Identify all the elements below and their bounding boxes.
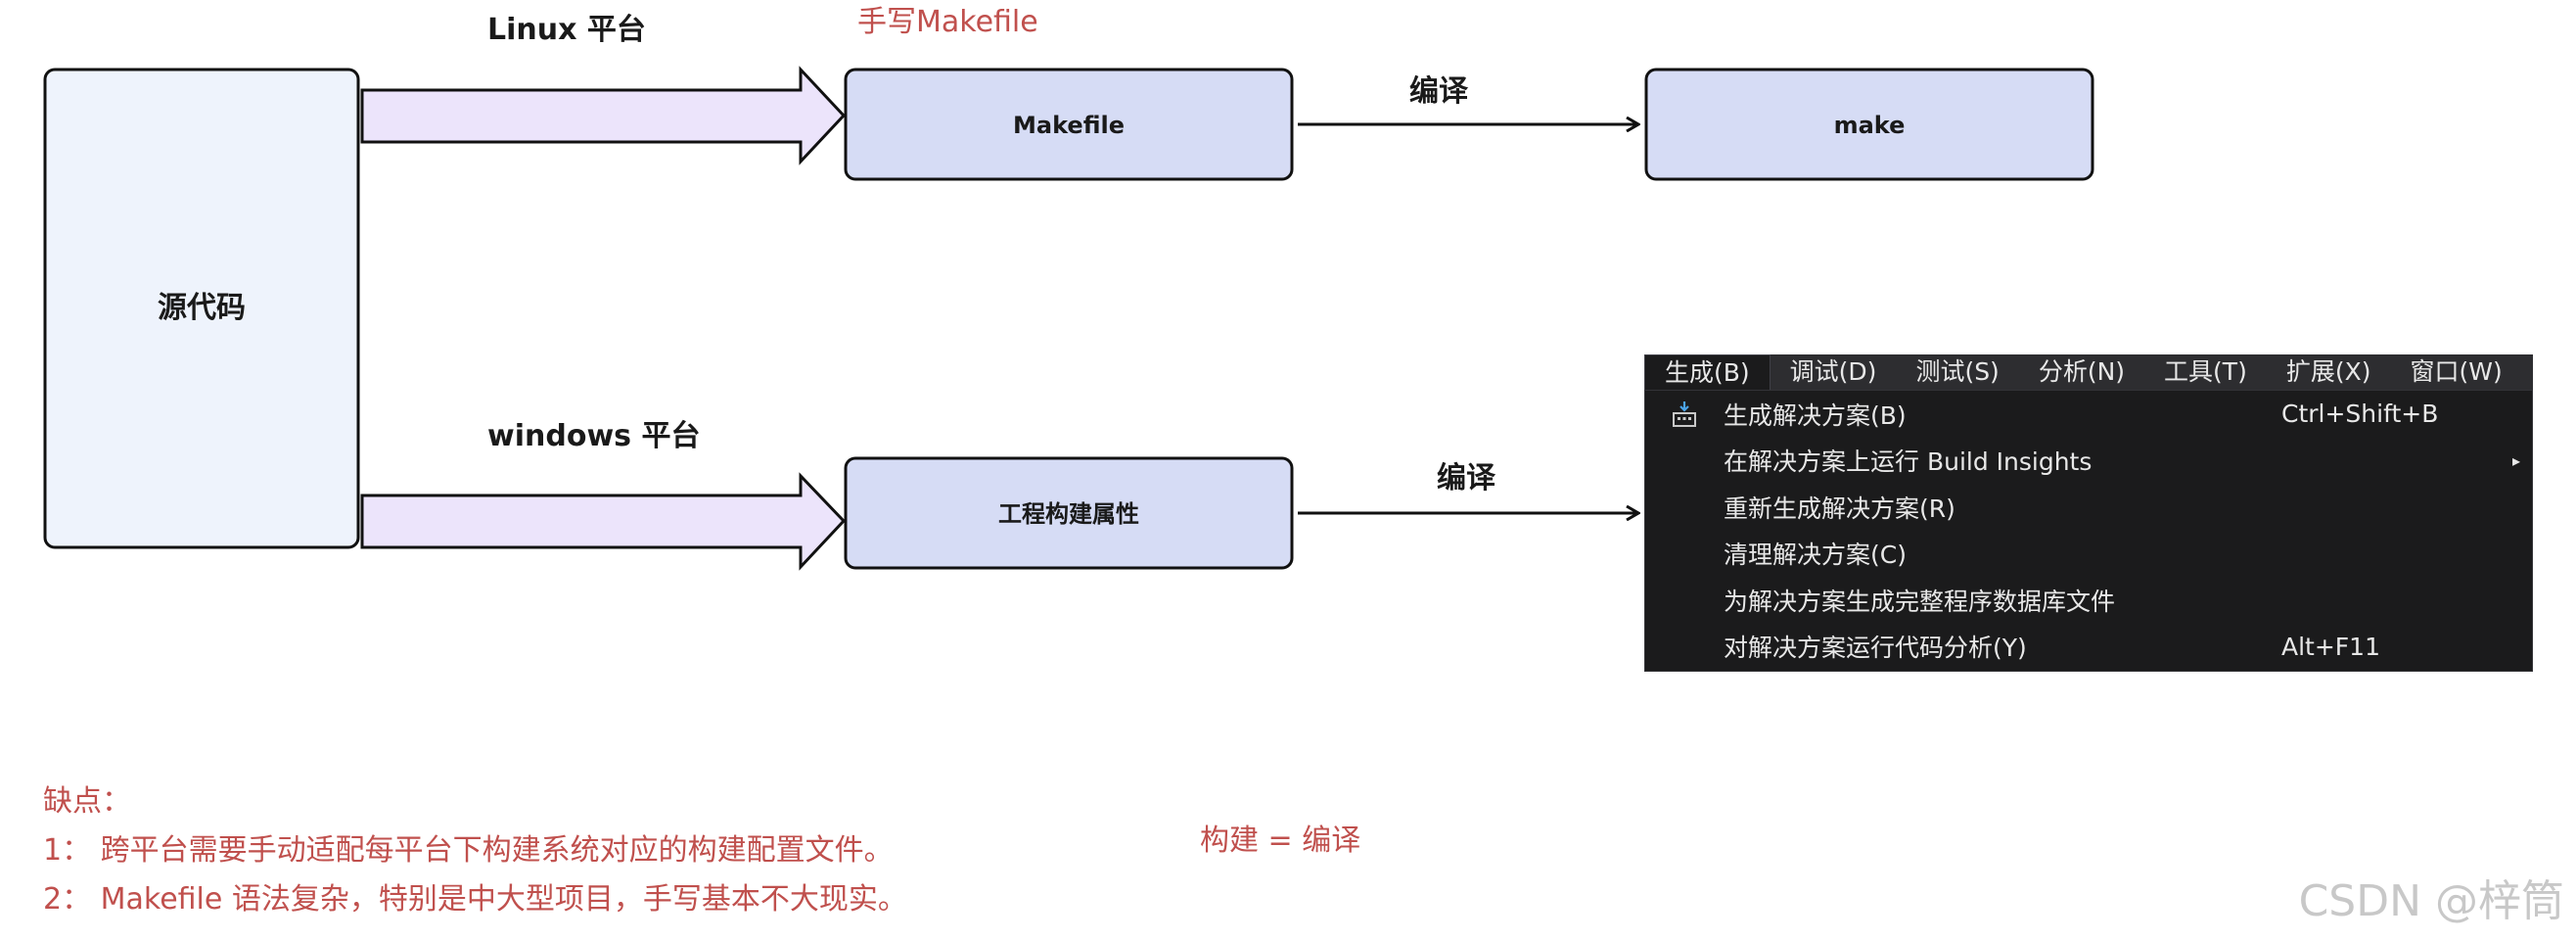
- drawback-2: 2： Makefile 语法复杂，特别是中大型项目，手写基本不大现实。: [43, 882, 907, 917]
- menu-item-clean-solution[interactable]: 清理解决方案(C): [1645, 531, 2532, 578]
- menu-item-rebuild-solution[interactable]: 重新生成解决方案(R): [1645, 484, 2532, 531]
- source-code-label: 源代码: [158, 291, 246, 325]
- make-node: [1644, 68, 2094, 181]
- drawbacks-title: 缺点：: [43, 784, 131, 819]
- menubar-debug[interactable]: 调试(D): [1789, 357, 1877, 386]
- menu-item-build-solution[interactable]: 生成解决方案(B) Ctrl+Shift+B: [1645, 391, 2532, 438]
- menu-item-label: 在解决方案上运行 Build Insights: [1724, 447, 2093, 477]
- build-equals-compile-note: 构建 = 编译: [1200, 823, 1360, 858]
- menu-item-generate-pdb[interactable]: 为解决方案生成完整程序数据库文件: [1645, 577, 2532, 624]
- menubar-analyze[interactable]: 分析(N): [2038, 357, 2126, 386]
- linux-fat-arrow: [360, 66, 847, 165]
- menu-item-run-code-analysis[interactable]: 对解决方案运行代码分析(Y) Alt+F11: [1645, 624, 2532, 671]
- windows-fat-arrow: [360, 472, 847, 571]
- menubar-tools[interactable]: 工具(T): [2164, 357, 2247, 386]
- drawback-1: 1： 跨平台需要手动适配每平台下构建系统对应的构建配置文件。: [43, 833, 894, 868]
- makefile-node: [844, 68, 1294, 181]
- menu-item-label: 清理解决方案(C): [1724, 541, 1907, 570]
- makefile-label: Makefile: [1013, 112, 1125, 139]
- menu-item-run-build-insights[interactable]: 在解决方案上运行 Build Insights ▸: [1645, 438, 2532, 485]
- csdn-watermark: CSDN @梓筒: [2299, 876, 2564, 926]
- project-properties-node: [844, 456, 1294, 570]
- vs-build-menu: 生成(B) 调试(D) 测试(S) 分析(N) 工具(T) 扩展(X) 窗口(W…: [1644, 354, 2533, 672]
- handwritten-makefile-note: 手写Makefile: [857, 5, 1038, 39]
- submenu-arrow-icon: ▸: [2511, 450, 2520, 470]
- source-code-node: [43, 68, 360, 549]
- menubar-test[interactable]: 测试(S): [1915, 357, 2000, 386]
- menubar-window[interactable]: 窗口(W): [2410, 357, 2503, 386]
- compile-bottom-label: 编译: [1437, 461, 1496, 495]
- project-properties-label: 工程构建属性: [998, 500, 1139, 528]
- compile-top-label: 编译: [1409, 74, 1469, 109]
- linux-platform-label: Linux 平台: [487, 13, 646, 47]
- menubar-build[interactable]: 生成(B): [1644, 354, 1771, 390]
- menu-item-shortcut: Ctrl+Shift+B: [2281, 400, 2439, 429]
- vs-build-dropdown: 生成解决方案(B) Ctrl+Shift+B 在解决方案上运行 Build In…: [1644, 390, 2533, 672]
- menu-item-label: 重新生成解决方案(R): [1724, 494, 1955, 523]
- menu-item-label: 生成解决方案(B): [1724, 400, 1907, 430]
- make-label: make: [1834, 112, 1906, 139]
- windows-platform-label: windows 平台: [487, 419, 700, 453]
- menu-item-shortcut: Alt+F11: [2281, 632, 2380, 661]
- vs-menubar: 生成(B) 调试(D) 测试(S) 分析(N) 工具(T) 扩展(X) 窗口(W…: [1644, 354, 2533, 390]
- menu-item-label: 对解决方案运行代码分析(Y): [1724, 634, 2027, 663]
- menubar-extensions[interactable]: 扩展(X): [2285, 357, 2371, 386]
- menu-item-label: 为解决方案生成完整程序数据库文件: [1724, 587, 2116, 616]
- build-solution-icon: [1645, 400, 1724, 429]
